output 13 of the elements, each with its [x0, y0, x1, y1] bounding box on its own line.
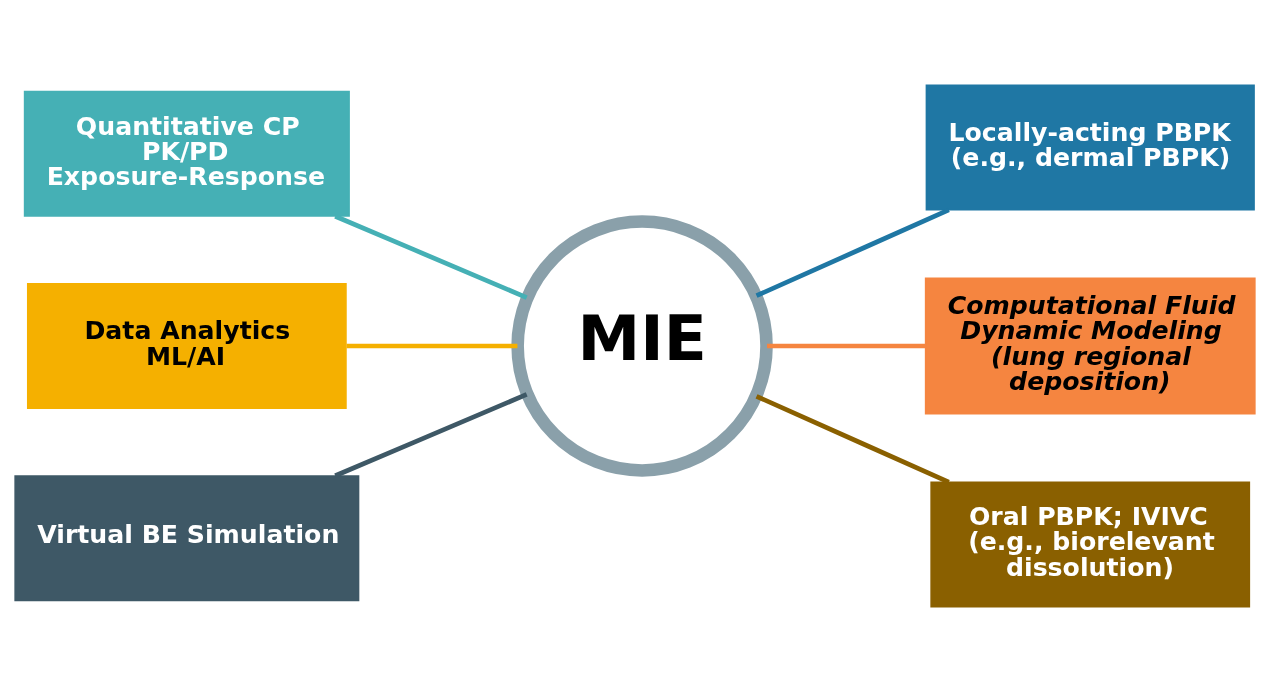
connector — [755, 207, 950, 298]
node-circle: MIE — [511, 215, 773, 477]
node-box: Virtual BE Simulation — [14, 475, 360, 602]
node-box: Locally-acting PBPK (e.g., dermal PBPK) — [925, 84, 1255, 211]
node-box: Quantitative CP PK/PD Exposure-Response — [23, 90, 350, 217]
node-box: Computational Fluid Dynamic Modeling (lung regional deposition) — [924, 277, 1256, 415]
connector — [334, 214, 528, 300]
connector — [755, 394, 950, 485]
connector — [767, 343, 926, 349]
node-box: Data Analytics ML/AI — [26, 283, 347, 409]
node-box: Oral PBPK; IVIVC (e.g., biorelevant dissolution) — [930, 481, 1251, 608]
connector — [346, 343, 518, 349]
connector — [334, 392, 528, 478]
